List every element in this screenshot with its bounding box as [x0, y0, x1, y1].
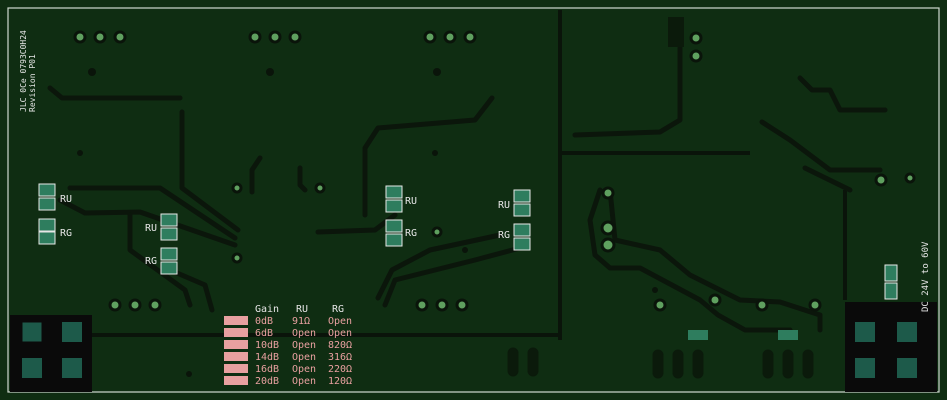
gain-row-swatch: [224, 340, 248, 349]
gain-row-cell: Open: [292, 352, 316, 363]
gain-row-cell: Open: [292, 340, 316, 351]
via-group-top: [73, 30, 916, 312]
power-label: DC 24V to 60V: [921, 241, 931, 312]
gain-header: Gain: [255, 304, 279, 315]
gain-row-swatch: [224, 316, 248, 325]
gain-row-swatch: [224, 328, 248, 337]
gain-row-cell: 0dB: [255, 316, 273, 327]
partition-traces: [90, 10, 847, 340]
oval-pads: [507, 347, 814, 379]
gain-row-swatch: [224, 352, 248, 361]
gain-row-cell: 820Ω: [328, 340, 352, 351]
gain-row-cell: 14dB: [255, 352, 279, 363]
gain-row-cell: 120Ω: [328, 376, 352, 387]
ru-header: RU: [296, 304, 308, 315]
gain-row-cell: Open: [328, 328, 352, 339]
connector-right: [845, 302, 937, 392]
small-vias: [77, 68, 658, 377]
gain-row-cell: 316Ω: [328, 352, 352, 363]
label-rg-b: RG: [145, 256, 157, 267]
maker-line-1: JLC 0Ce 0793C0H24: [19, 30, 28, 112]
resistor-footprints: [38, 183, 898, 300]
label-rg-c: RG: [405, 228, 417, 239]
label-ru-c: RU: [405, 196, 417, 207]
gain-row-swatch: [224, 376, 248, 385]
gain-row-cell: 10dB: [255, 340, 279, 351]
maker-line-2: Revision P01: [28, 54, 37, 112]
label-rg-d: RG: [498, 230, 510, 241]
rg-header: RG: [332, 304, 344, 315]
label-ru-a: RU: [60, 194, 72, 205]
gain-row-cell: 16dB: [255, 364, 279, 375]
connector-left: [10, 315, 92, 392]
gain-row-cell: 6dB: [255, 328, 273, 339]
gain-row-cell: Open: [292, 328, 316, 339]
gain-row-cell: 20dB: [255, 376, 279, 387]
label-ru-b: RU: [145, 223, 157, 234]
board-outline: [7, 7, 940, 393]
label-rg-a: RG: [60, 228, 72, 239]
signal-traces: [47, 45, 888, 333]
label-ru-d: RU: [498, 200, 510, 211]
gain-row-cell: Open: [292, 364, 316, 375]
teal-pads: [668, 17, 798, 340]
gain-row-cell: 91Ω: [292, 316, 310, 327]
gain-row-cell: 220Ω: [328, 364, 352, 375]
gain-row-cell: Open: [328, 316, 352, 327]
gain-row-cell: Open: [292, 376, 316, 387]
gain-row-swatch: [224, 364, 248, 373]
